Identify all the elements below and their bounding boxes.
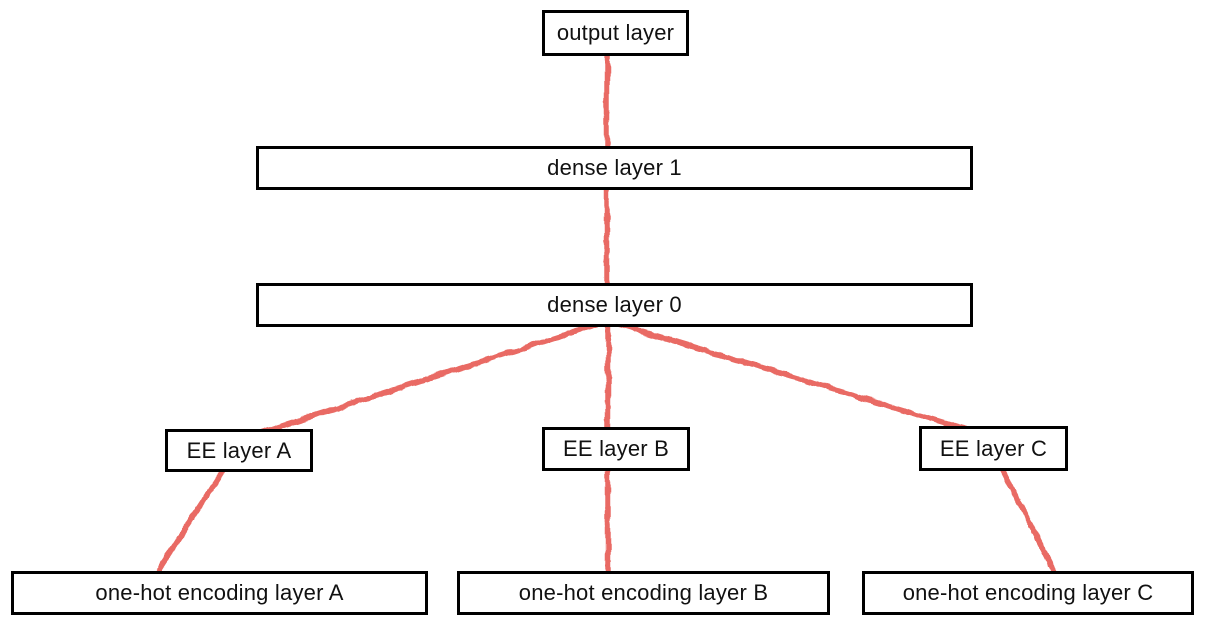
node-ee-layer-b-label: EE layer B	[563, 436, 669, 461]
node-onehot-encoding-layer-c-label: one-hot encoding layer C	[902, 580, 1154, 605]
node-ee-layer-c-label: EE layer C	[939, 435, 1048, 461]
node-output-layer-label: output layer	[556, 20, 675, 45]
node-dense-layer-0-label: dense layer 0	[547, 292, 682, 317]
edge-group	[151, 47, 1060, 580]
node-onehot-encoding-layer-a: one-hot encoding layer A	[11, 571, 428, 615]
node-dense-layer-1-label: dense layer 1	[547, 155, 682, 180]
node-dense-layer-0: dense layer 0	[256, 283, 973, 327]
node-dense-layer-1: dense layer 1	[256, 146, 973, 190]
node-onehot-encoding-layer-b-label: one-hot encoding layer B	[518, 580, 769, 605]
node-onehot-encoding-layer-a-label: one-hot encoding layer A	[95, 580, 344, 605]
edge-ee-a-onehot-a	[151, 463, 229, 580]
node-onehot-encoding-layer-c: one-hot encoding layer C	[862, 571, 1194, 615]
node-ee-layer-a-label: EE layer A	[186, 437, 292, 463]
edge-dense0-ee-c	[605, 318, 982, 436]
edge-ee-c-onehot-c	[998, 463, 1060, 580]
node-ee-layer-a: EE layer A	[165, 429, 313, 472]
edge-dense0-ee-a	[253, 318, 611, 437]
node-onehot-encoding-layer-b: one-hot encoding layer B	[457, 571, 830, 615]
node-ee-layer-b: EE layer B	[542, 427, 690, 471]
node-ee-layer-c: EE layer C	[919, 426, 1068, 471]
node-output-layer: output layer	[542, 10, 689, 56]
